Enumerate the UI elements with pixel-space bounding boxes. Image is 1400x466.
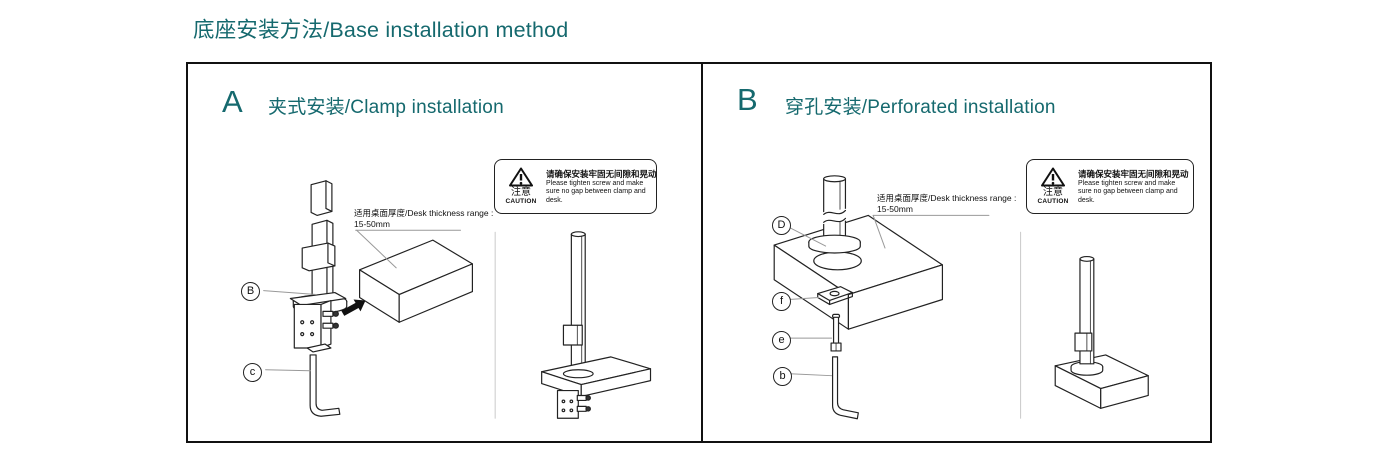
desk-thickness-note-b: 适用桌面厚度/Desk thickness range : 15-50mm <box>877 193 1016 215</box>
warning-triangle-icon <box>509 167 533 187</box>
thickness-line2: 15-50mm <box>877 204 913 214</box>
section-title-b: 穿孔安装/Perforated installation <box>785 97 1056 118</box>
caution-zh-text: 请确保安装牢固无间隙和晃动 <box>1078 168 1189 179</box>
part-label-text: c <box>249 366 256 378</box>
part-label-text: b <box>779 370 786 382</box>
allen-key-drawing-b <box>831 356 859 420</box>
page-title: 底座安装方法/Base installation method <box>193 18 569 42</box>
panel-divider <box>701 64 703 441</box>
thickness-line2: 15-50mm <box>354 219 390 229</box>
diagram-line-art <box>263 175 1149 420</box>
caution-en-text: Please tighten screw and make sure no ga… <box>546 179 646 204</box>
part-label-D: D <box>772 216 791 235</box>
part-label-text: f <box>779 295 784 307</box>
arrow-icon <box>341 299 366 316</box>
caution-en-label: CAUTION <box>505 198 537 205</box>
part-label-f: f <box>772 292 791 311</box>
part-label-b: b <box>773 367 792 386</box>
caution-text-column: 请确保安装牢固无间隙和晃动 Please tighten screw and m… <box>1078 168 1189 206</box>
caution-box-b: 注意 CAUTION 请确保安装牢固无间隙和晃动 Please tighten … <box>1026 159 1194 214</box>
part-label-text: e <box>778 334 785 346</box>
allen-key-drawing-a <box>309 354 341 417</box>
thickness-line1: 适用桌面厚度/Desk thickness range : <box>354 208 494 218</box>
thickness-line1: 适用桌面厚度/Desk thickness range : <box>877 193 1017 203</box>
content-box: A 夹式安装/Clamp installation B 穿孔安装/Perfora… <box>186 62 1212 443</box>
part-label-B: B <box>241 282 260 301</box>
caution-box-a: 注意 CAUTION 请确保安装牢固无间隙和晃动 Please tighten … <box>494 159 657 214</box>
caution-zh-label: 注意 <box>511 187 531 198</box>
part-label-text: D <box>777 219 786 231</box>
fixing-plate-drawing <box>817 286 853 306</box>
caution-zh-text: 请确保安装牢固无间隙和晃动 <box>546 168 657 179</box>
caution-symbol-column: 注意 CAUTION <box>500 167 542 206</box>
clamp-pole-exploded-drawing <box>289 180 348 353</box>
leader-lines-b <box>788 214 990 377</box>
caution-zh-label: 注意 <box>1043 187 1063 198</box>
desk-block-drawing-b <box>773 214 944 330</box>
warning-triangle-icon <box>1041 167 1065 187</box>
assembled-clamp-drawing <box>541 231 652 419</box>
pole-through-desk-drawing <box>808 175 861 254</box>
section-letter-b: B <box>737 82 758 117</box>
part-label-c: c <box>243 363 262 382</box>
caution-symbol-column: 注意 CAUTION <box>1032 167 1074 206</box>
desk-block-drawing-a <box>359 239 473 323</box>
bolt-drawing <box>830 313 842 352</box>
caution-en-label: CAUTION <box>1037 198 1069 205</box>
caution-en-text: Please tighten screw and make sure no ga… <box>1078 179 1178 204</box>
part-label-text: B <box>246 285 255 297</box>
section-title-a: 夹式安装/Clamp installation <box>268 97 504 118</box>
caution-text-column: 请确保安装牢固无间隙和晃动 Please tighten screw and m… <box>546 168 657 206</box>
leader-lines-a <box>263 229 462 372</box>
desk-thickness-note-a: 适用桌面厚度/Desk thickness range : 15-50mm <box>354 208 493 230</box>
section-letter-a: A <box>222 84 243 119</box>
assembled-perforated-drawing <box>1054 255 1149 409</box>
part-label-e: e <box>772 331 791 350</box>
